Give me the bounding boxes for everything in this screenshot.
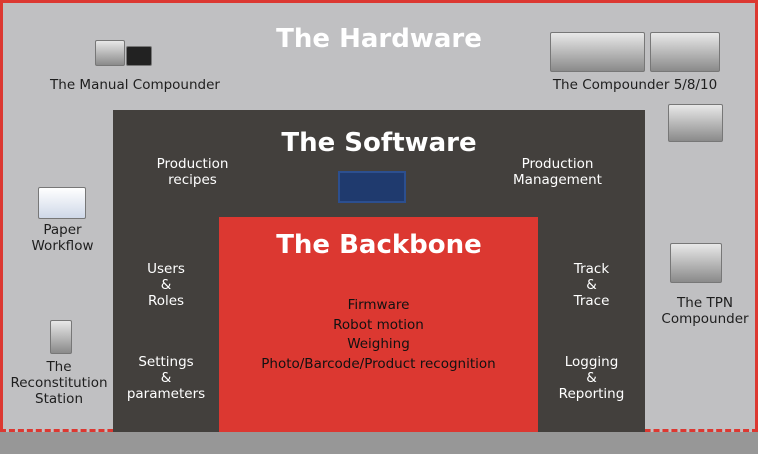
track-trace: Track&Trace	[573, 261, 610, 309]
tpn-compounder-image	[670, 243, 722, 283]
compounder-label: The Compounder 5/8/10	[552, 77, 718, 93]
compounder-image	[668, 104, 723, 142]
backbone-box	[219, 217, 538, 432]
users-roles: Users&Roles	[147, 261, 185, 309]
logging-reporting: Logging&Reporting	[558, 354, 625, 402]
backbone-title: The Backbone	[276, 230, 482, 260]
software-screenshot	[338, 171, 406, 203]
manual-compounder-label: The Manual Compounder	[50, 77, 220, 93]
compounder-image	[650, 32, 720, 72]
settings-parameters: Settings&parameters	[126, 354, 206, 402]
paper-workflow-image	[38, 187, 86, 219]
manual-compounder-scale-image	[126, 46, 152, 66]
manual-compounder-image	[95, 40, 125, 66]
compounder-image	[550, 32, 645, 72]
hardware-title: The Hardware	[276, 24, 482, 54]
reconstitution-station-image	[50, 320, 72, 354]
software-title: The Software	[281, 128, 477, 158]
